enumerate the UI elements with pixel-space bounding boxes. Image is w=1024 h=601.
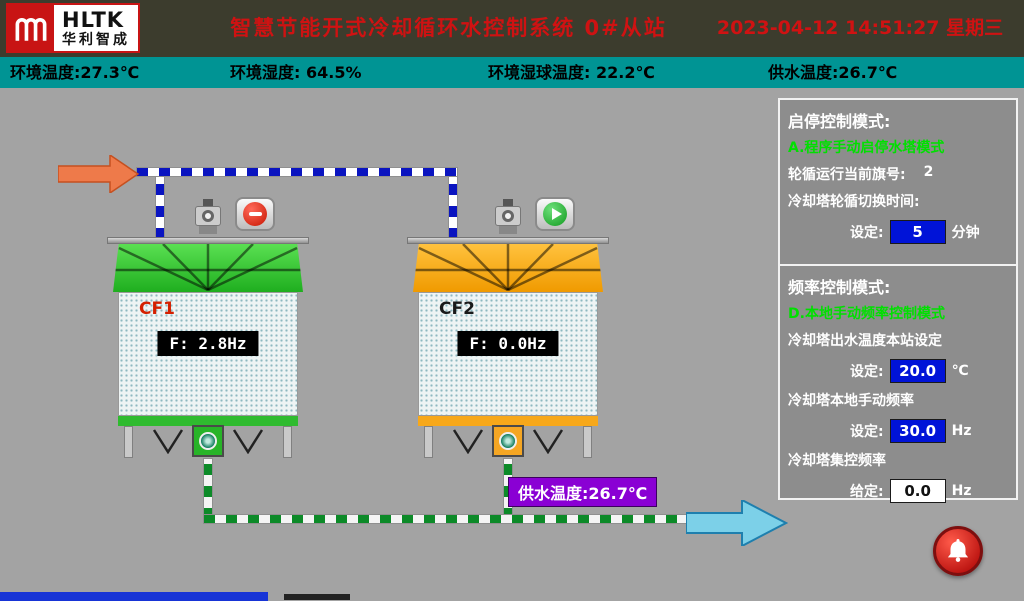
set-unit: Hz — [951, 483, 972, 499]
frequency-mode-section: 频率控制模式: D.本地手动频率控制模式 冷却塔出水温度本站设定 设定: 20.… — [778, 264, 1018, 503]
switch-time-input[interactable]: 5 — [889, 220, 946, 244]
alarm-bell-icon — [947, 539, 969, 562]
company-logo: HLTK 华利智成 — [6, 3, 140, 53]
tower-fan-housing — [413, 244, 603, 292]
cf2-start-button[interactable] — [535, 197, 575, 231]
env-temperature: 环境温度:27.3℃ — [10, 63, 140, 82]
tower-fan-housing — [113, 244, 303, 292]
switch-time-set-row: 设定: 5 分钟 — [850, 220, 1008, 244]
cf1-stop-button[interactable] — [235, 197, 275, 231]
central-frequency-readout: 0.0 — [889, 479, 946, 503]
outlet-flow-arrow-icon — [686, 500, 788, 546]
tower-lid — [407, 237, 609, 244]
tower-name-label: CF1 — [139, 299, 175, 319]
play-triangle-glyph — [551, 208, 562, 220]
environment-bar: 环境温度:27.3℃ 环境湿度: 64.5% 环境湿球温度: 22.2℃ 供水温… — [0, 57, 1024, 88]
taskbar-strip — [0, 592, 268, 601]
logo-texts: HLTK 华利智成 — [54, 5, 138, 51]
outlet-pipe-horizontal — [203, 514, 690, 524]
start-stop-mode-title: 启停控制模式: — [788, 112, 891, 131]
play-icon — [543, 202, 567, 226]
cycle-flag-value: 2 — [923, 164, 934, 180]
outlet-temp-set-desc: 冷却塔出水温度本站设定 — [788, 330, 1008, 350]
row-desc: 冷却塔本地手动频率 — [788, 393, 914, 409]
tower-name-label: CF2 — [439, 299, 475, 319]
fan-motor-icon — [495, 199, 521, 234]
stop-bar-glyph — [248, 212, 262, 216]
motor-shaft-icon — [202, 210, 214, 222]
motor-cap — [503, 199, 513, 206]
cycle-flag-label: 轮循运行当前旗号: — [788, 167, 906, 183]
motor-shaft-icon — [502, 210, 514, 222]
tower-lid — [107, 237, 309, 244]
header-bar: HLTK 华利智成 智慧节能开式冷却循环水控制系统 0#从站 2023-04-1… — [0, 0, 1024, 57]
motor-base — [199, 226, 217, 234]
cf2-frequency-display: F: 0.0Hz — [457, 331, 559, 356]
set-unit: 分钟 — [951, 225, 980, 241]
inlet-pipe-horizontal — [136, 167, 458, 177]
row-desc: 冷却塔出水温度本站设定 — [788, 333, 942, 349]
motor-base — [499, 226, 517, 234]
outlet-temp-input[interactable]: 20.0 — [889, 359, 946, 383]
start-stop-mode-value: A.程序手动启停水塔模式 — [788, 140, 945, 156]
alarm-button[interactable] — [933, 526, 983, 576]
control-panel: 启停控制模式: A.程序手动启停水塔模式 轮循运行当前旗号: 2 冷却塔轮循切换… — [778, 98, 1018, 503]
env-humidity: 环境湿度: 64.5% — [230, 63, 362, 82]
frequency-mode-title: 频率控制模式: — [788, 278, 891, 297]
pump-impeller-icon — [499, 432, 517, 450]
motor-cap — [203, 199, 213, 206]
cycle-flag-line: 轮循运行当前旗号: 2 — [788, 164, 1008, 184]
fan-blades-icon — [413, 244, 603, 292]
cf2-pump-icon — [492, 425, 524, 457]
inlet-flow-arrow-icon — [58, 155, 140, 193]
tower-base-strip — [418, 416, 598, 426]
motor-body — [195, 206, 221, 226]
supply-water-temperature: 供水温度:26.7℃ — [768, 63, 898, 82]
start-stop-mode-section: 启停控制模式: A.程序手动启停水塔模式 轮循运行当前旗号: 2 冷却塔轮循切换… — [778, 98, 1018, 266]
logo-mark-icon — [8, 5, 54, 51]
central-frequency-desc: 冷却塔集控频率 — [788, 450, 1008, 470]
taskbar-fragment — [284, 594, 350, 600]
cooling-tower-cf2: CF2 F: 0.0Hz — [407, 197, 609, 462]
outlet-temp-set-row: 设定: 20.0 ℃ — [850, 359, 1008, 383]
env-wetbulb-temperature: 环境湿球温度: 22.2℃ — [488, 63, 655, 82]
motor-body — [495, 206, 521, 226]
fan-motor-icon — [195, 199, 221, 234]
tower-body: CF2 F: 0.0Hz — [418, 292, 598, 416]
crown-icon — [15, 18, 47, 41]
logo-company-name: 华利智成 — [62, 32, 130, 49]
row-desc: 冷却塔集控频率 — [788, 453, 886, 469]
set-unit: ℃ — [951, 363, 969, 379]
tower-leg — [583, 426, 592, 458]
cf1-pump-icon — [192, 425, 224, 457]
manual-frequency-set-row: 设定: 30.0 Hz — [850, 419, 1008, 443]
frequency-mode-value: D.本地手动频率控制模式 — [788, 306, 945, 322]
logo-acronym: HLTK — [62, 7, 125, 32]
tower-base-strip — [118, 416, 298, 426]
page-title: 智慧节能开式冷却循环水控制系统 0#从站 — [230, 16, 667, 40]
tower-leg — [283, 426, 292, 458]
set-label: 设定: — [850, 424, 884, 440]
cooling-tower-cf1: CF1 F: 2.8Hz — [107, 197, 309, 462]
set-label: 设定: — [850, 225, 884, 241]
tower-leg — [424, 426, 433, 458]
pump-impeller-icon — [199, 432, 217, 450]
fan-blades-icon — [113, 244, 303, 292]
outlet-pipe-cf1 — [203, 458, 213, 520]
central-frequency-row: 给定: 0.0 Hz — [850, 479, 1008, 503]
given-label: 给定: — [850, 484, 884, 500]
set-unit: Hz — [951, 423, 972, 439]
datetime-display: 2023-04-12 14:51:27 星期三 — [716, 17, 1004, 39]
switch-time-line: 冷却塔轮循切换时间: — [788, 191, 1008, 211]
tower-body: CF1 F: 2.8Hz — [118, 292, 298, 416]
stop-icon — [243, 202, 267, 226]
manual-frequency-desc: 冷却塔本地手动频率 — [788, 390, 1008, 410]
set-label: 设定: — [850, 364, 884, 380]
switch-time-label: 冷却塔轮循切换时间: — [788, 194, 920, 210]
cf1-frequency-display: F: 2.8Hz — [157, 331, 259, 356]
manual-frequency-input[interactable]: 30.0 — [889, 419, 946, 443]
supply-temp-pipe-label: 供水温度:26.7℃ — [508, 477, 658, 507]
tower-leg — [124, 426, 133, 458]
